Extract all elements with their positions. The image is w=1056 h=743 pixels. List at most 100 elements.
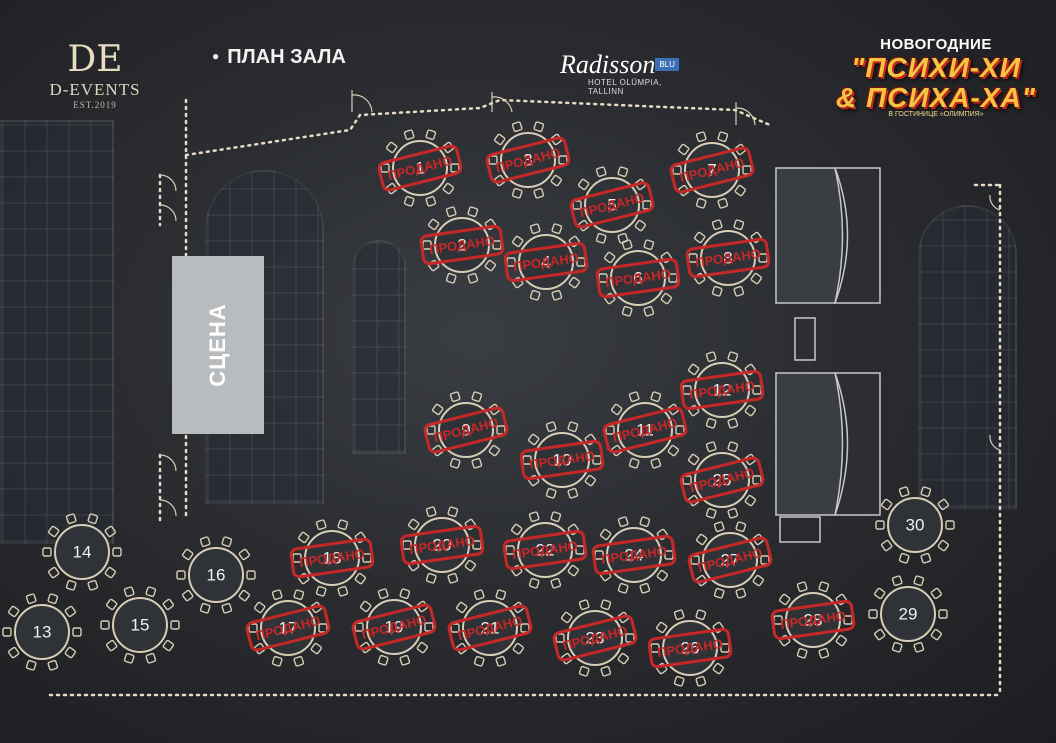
table-15[interactable]: 15 (100, 586, 180, 664)
sold-stamp-frame (485, 136, 571, 184)
table-number: 5 (607, 196, 616, 215)
chair (643, 305, 655, 317)
chair (199, 536, 211, 548)
sold-stamp-frame (685, 237, 771, 279)
chair (427, 218, 440, 231)
chair (403, 195, 415, 207)
chair (880, 539, 893, 552)
sold-stamp-frame (351, 603, 437, 651)
chair (735, 587, 747, 599)
chair (920, 552, 932, 564)
chair (660, 292, 673, 305)
chair (778, 593, 791, 606)
show-title: НОВОГОДНИЕ "ПСИХИ-ХИ & ПСИХА-ХА" В ГОСТИ… (836, 36, 1036, 118)
table-number: 7 (707, 161, 716, 180)
chair (617, 516, 629, 528)
window-decoration-right (918, 205, 1017, 509)
chair (495, 589, 507, 601)
chair (600, 599, 612, 611)
chair (123, 586, 135, 598)
chair (425, 506, 437, 518)
chair (424, 622, 434, 632)
table-29[interactable]: 29 (868, 575, 948, 653)
table-number: 18 (323, 549, 342, 568)
chair (584, 474, 597, 487)
table-top (880, 586, 936, 642)
chair (628, 391, 640, 403)
sold-stamp-frame (377, 144, 463, 192)
table-30[interactable]: 30 (875, 486, 955, 564)
chair (426, 425, 436, 435)
table-top (188, 547, 244, 603)
table-top (438, 402, 494, 458)
chair (930, 628, 943, 641)
table-number: 26 (681, 639, 700, 658)
chair (7, 605, 20, 618)
chair (913, 575, 925, 587)
table-14[interactable]: 14 (42, 513, 122, 591)
chair (496, 425, 506, 435)
sold-stamp-frame (399, 524, 485, 566)
sold-stamp-frame (669, 146, 755, 194)
chair (695, 131, 707, 143)
table-top (112, 597, 168, 653)
table-number: 25 (713, 471, 732, 490)
show-line2: "ПСИХИ-ХИ (851, 52, 1021, 83)
chair (898, 486, 910, 498)
chair (488, 155, 498, 165)
chair (550, 577, 562, 589)
chair (727, 351, 739, 363)
chair (550, 174, 563, 187)
chair (873, 587, 886, 600)
sold-stamp-frame (770, 599, 856, 641)
chair (868, 609, 878, 619)
logo-name: D-EVENTS (49, 80, 141, 99)
chair (667, 444, 680, 457)
chair (551, 289, 563, 301)
chair (529, 289, 541, 301)
chair (42, 547, 52, 557)
chair (495, 655, 507, 667)
chair (425, 129, 437, 141)
table-13[interactable]: 13 (2, 593, 82, 671)
sold-stamp: ПРОДАНО (591, 534, 677, 576)
chair (488, 444, 501, 457)
chair (512, 642, 525, 655)
table-top (500, 132, 556, 188)
chair (293, 589, 305, 601)
table-16[interactable]: 16 (176, 536, 256, 614)
chair (880, 498, 893, 511)
chair (690, 555, 700, 565)
chair (920, 486, 932, 498)
sold-stamp-frame (591, 534, 677, 576)
stage: СЦЕНА (172, 256, 264, 434)
chair (695, 533, 708, 546)
sold-stamp: ПРОДАНО (419, 224, 505, 266)
chair (650, 457, 662, 469)
